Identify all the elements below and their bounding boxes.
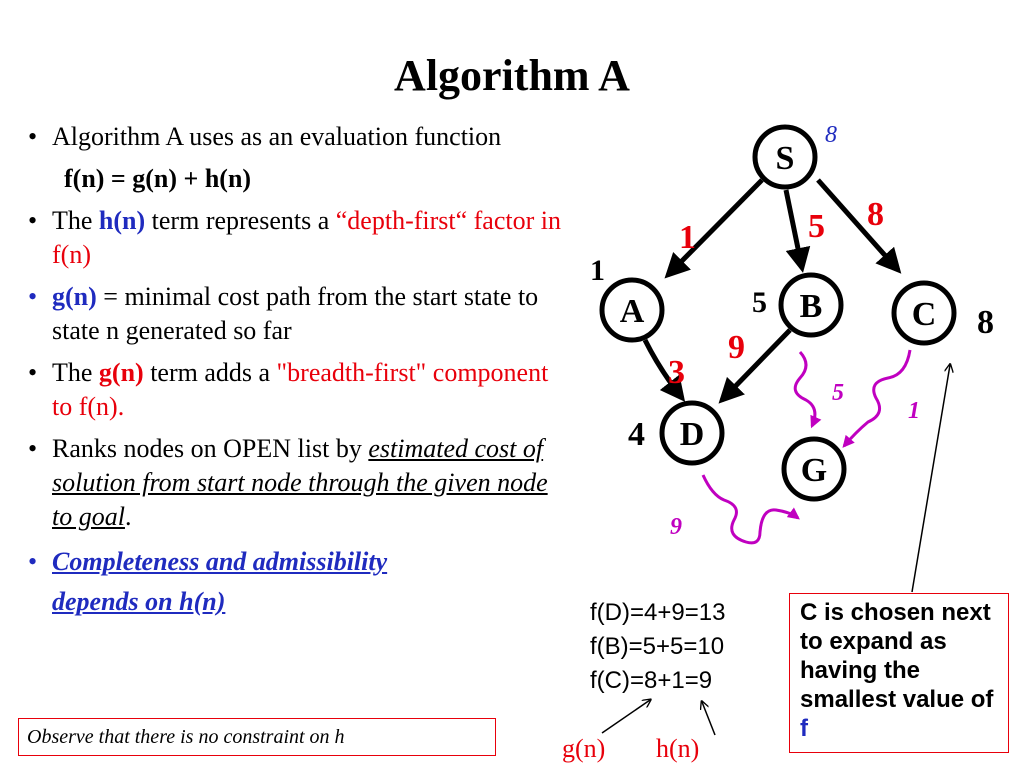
- f-value-d: f(D)=4+9=13: [590, 599, 726, 626]
- cg-h-value: 1: [908, 398, 920, 424]
- c-g-value: 8: [977, 304, 994, 341]
- bullet-text-mid: term represents a: [145, 206, 336, 235]
- ad-cost: 3: [668, 354, 685, 391]
- squiggle-c-g: [842, 349, 912, 448]
- bullet-text-end: .: [124, 502, 132, 531]
- node-c-label: C: [912, 296, 937, 333]
- gn-term: g(n): [98, 358, 144, 387]
- node-s-label: S: [776, 140, 795, 177]
- node-c: C: [891, 280, 957, 346]
- completeness-line-1: Completeness and admissibility: [52, 547, 388, 576]
- formula: f(n) = g(n) + h(n): [64, 164, 252, 193]
- f-value-b: f(B)=5+5=10: [590, 633, 725, 660]
- edge-a-d: [642, 338, 686, 402]
- bullet-dot: •: [28, 206, 38, 235]
- constraint-note: Observe that there is no constraint on h: [18, 718, 496, 756]
- b-g-value: 5: [752, 286, 767, 319]
- pointer-to-g: [601, 700, 650, 734]
- bullet-text-pre: The: [52, 358, 99, 387]
- squiggle-b-g: [793, 350, 822, 429]
- edge-s-c: [816, 178, 902, 274]
- node-s: S: [752, 124, 818, 190]
- bullet-dot: •: [28, 434, 38, 463]
- squiggle-d-g: [701, 474, 800, 545]
- edge-s-b: [783, 189, 811, 273]
- node-g-label: G: [801, 452, 827, 489]
- pointer-to-c: [911, 365, 950, 593]
- depth-first-quote: “depth-first“ factor in f(n): [52, 206, 561, 269]
- bullet-text-pre: Ranks nodes on OPEN list by: [52, 434, 369, 463]
- edge-b-d: [718, 328, 792, 404]
- bullet-evaluation-function: • Algorithm A uses as an evaluation func…: [28, 120, 568, 154]
- d-g-value: 4: [628, 416, 645, 453]
- bullet-text: Algorithm A uses as an evaluation functi…: [52, 122, 502, 151]
- bullet-dot: •: [28, 122, 38, 151]
- sc-cost: 8: [867, 196, 884, 233]
- sa-cost: 1: [679, 219, 696, 256]
- node-d: D: [659, 400, 725, 466]
- completeness-line-2: depends on h(n): [52, 587, 226, 616]
- bullet-list: • Algorithm A uses as an evaluation func…: [28, 120, 568, 630]
- bullet-hn: • The h(n) term represents a “depth-firs…: [28, 204, 568, 272]
- hn-term: h(n): [98, 206, 146, 235]
- node-b: B: [778, 272, 844, 338]
- dg-h-value: 9: [670, 514, 682, 540]
- bullet-dot: •: [28, 358, 38, 387]
- page-title: Algorithm A: [394, 51, 630, 100]
- c-chosen-f: f: [800, 715, 808, 742]
- bullet-gn: • g(n) = minimal cost path from the star…: [28, 280, 568, 348]
- pointer-to-h: [702, 702, 716, 736]
- bullet-text: = minimal cost path from the start state…: [52, 282, 539, 345]
- breadth-first-quote: "breadth-first" component to f(n).: [52, 358, 549, 421]
- node-b-label: B: [800, 288, 823, 325]
- bg-h-value: 5: [832, 380, 844, 406]
- bd-cost: 9: [728, 329, 745, 366]
- node-a-label: A: [620, 293, 645, 330]
- gn-label: g(n): [562, 734, 605, 763]
- sb-cost: 5: [808, 208, 825, 245]
- f-value-c: f(C)=8+1=9: [590, 667, 713, 694]
- bullet-gn-breadth: • The g(n) term adds a "breadth-first" c…: [28, 356, 568, 424]
- node-d-label: D: [680, 416, 705, 453]
- c-chosen-text: C is chosen next to expand as having the…: [800, 599, 994, 713]
- node-g: G: [781, 436, 847, 502]
- bullet-text-pre: The: [52, 206, 99, 235]
- c-chosen-box: C is chosen next to expand as having the…: [789, 593, 1009, 753]
- bullet-dot: •: [28, 282, 38, 311]
- node-a: A: [599, 277, 665, 343]
- s-h-value: 8: [825, 122, 837, 148]
- estimated-cost-phrase: estimated cost of solution from start no…: [52, 434, 548, 531]
- hn-label: h(n): [656, 734, 699, 763]
- f-values: f(D)=4+9=13 f(B)=5+5=10 f(C)=8+1=9: [590, 596, 725, 698]
- edge-s-a: [664, 178, 764, 279]
- bullet-ranks: • Ranks nodes on OPEN list by estimated …: [28, 432, 568, 534]
- bullet-dot: •: [28, 547, 38, 576]
- bullet-text-mid: term adds a: [143, 358, 277, 387]
- gn-term: g(n): [52, 282, 97, 311]
- a-g-value: 1: [590, 254, 605, 287]
- bullet-completeness: • Completeness and admissibility depends…: [28, 542, 568, 622]
